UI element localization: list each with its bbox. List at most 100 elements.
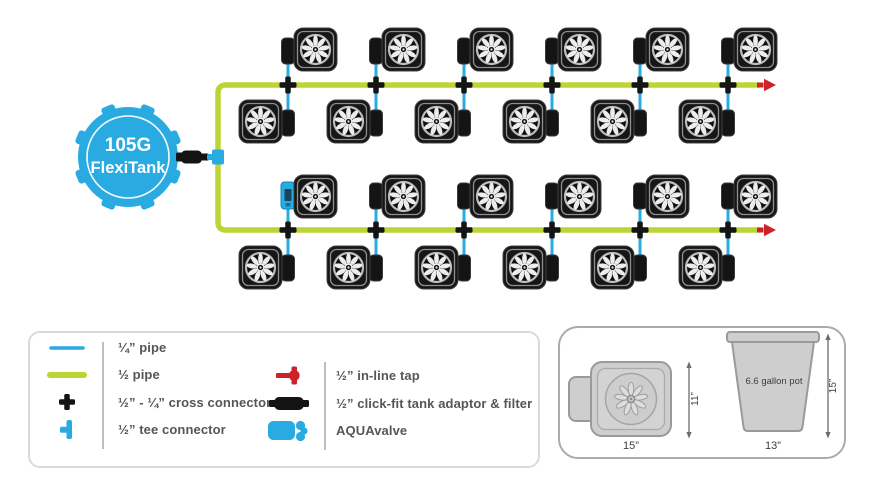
legend-right-labels: ½” in-line tap ½” click-fit tank adaptor… — [336, 362, 532, 445]
tray-depth-label: 11” — [690, 392, 701, 406]
tank-adaptor-icon — [254, 390, 324, 418]
legend-label: ½” - ¼” cross connector — [118, 394, 272, 410]
legend-label: ½” tee connector — [118, 422, 226, 438]
flow-arrow — [757, 78, 776, 92]
pot-top-view — [326, 99, 371, 144]
pot-top-view — [293, 174, 338, 219]
cross-connector — [719, 221, 737, 239]
quarter-pipe-icon — [30, 334, 103, 361]
tank-adaptor — [176, 150, 209, 164]
pot-top-view — [557, 27, 602, 72]
cross-connector — [631, 221, 649, 239]
pot-valve — [369, 182, 383, 210]
pot-valve — [721, 109, 735, 137]
cross-connector — [631, 76, 649, 94]
tee-connector-icon — [30, 416, 103, 443]
pot-valve — [369, 254, 383, 282]
cross-connector — [719, 76, 737, 94]
pot-valve — [545, 254, 559, 282]
flow-arrow — [757, 223, 776, 237]
pot-valve — [369, 109, 383, 137]
pot-height-dim-line — [825, 333, 831, 439]
pot-valve — [545, 109, 559, 137]
legend-label: AQUAvalve — [336, 423, 408, 439]
cross-connector-icon — [30, 389, 103, 416]
pot-top-view — [678, 99, 723, 144]
pot-valve — [281, 109, 295, 137]
tee-connector — [207, 149, 224, 165]
flexitank: 105G FlexiTank — [75, 104, 181, 210]
cross-connector — [455, 76, 473, 94]
pot-valve — [633, 37, 647, 65]
legend-label: ½” click-fit tank adaptor & filter — [336, 395, 533, 411]
tray-width-label: 15” — [623, 440, 639, 452]
pot-top-view — [414, 99, 459, 144]
pot-top-view — [733, 174, 778, 219]
pot-top-view — [733, 27, 778, 72]
irrigation-system-diagram: 105G FlexiTank — [75, 27, 778, 290]
legend-divider — [102, 342, 104, 449]
pot-valve — [457, 109, 471, 137]
tank-name-label: FlexiTank — [91, 159, 167, 177]
cross-connector — [367, 221, 385, 239]
pot-top-view — [590, 99, 635, 144]
cross-connector — [279, 76, 297, 94]
tank-inner-ring — [86, 115, 170, 199]
legend-label: ½” in-line tap — [336, 368, 420, 384]
pot-top-view — [381, 27, 426, 72]
cross-connector — [543, 221, 561, 239]
tray-depth-dim-line — [686, 361, 692, 439]
pot-size-label: 6.6 gallon pot — [745, 376, 803, 387]
pot-top-view — [326, 245, 371, 290]
pot-top-view — [414, 245, 459, 290]
pot-width-label: 13” — [765, 440, 781, 452]
tray-top-view — [568, 361, 672, 437]
pot-top-view — [238, 245, 283, 290]
legend-label: ¼” pipe — [118, 340, 167, 356]
pot-valve — [281, 254, 295, 282]
pot-top-view — [645, 174, 690, 219]
pot-valve — [369, 37, 383, 65]
pot-top-view — [469, 27, 514, 72]
pot-valve — [457, 254, 471, 282]
cross-connector — [543, 76, 561, 94]
pot-valve — [721, 254, 735, 282]
legend-panel: ¼” pipe ½ pipe ½” - ¼” cross connector ½… — [28, 331, 540, 468]
pot-valve — [721, 182, 735, 210]
pot-top-view — [557, 174, 602, 219]
cross-connector — [455, 221, 473, 239]
pot-side-view — [726, 331, 820, 432]
cross-connector — [367, 76, 385, 94]
pot-height-label: 15” — [828, 378, 839, 394]
legend-divider — [324, 362, 326, 450]
pot-valve — [545, 37, 559, 65]
pot-top-view — [502, 245, 547, 290]
inline-tap-icon — [254, 362, 324, 390]
pot-valve — [633, 254, 647, 282]
aquavalve — [280, 181, 296, 210]
pot-top-view — [381, 174, 426, 219]
pot-top-view — [238, 99, 283, 144]
cross-connector — [279, 221, 297, 239]
aquavalve-icon — [254, 417, 324, 445]
pot-valve — [633, 109, 647, 137]
dimensions-drawing — [568, 331, 831, 439]
pot-valve — [457, 37, 471, 65]
legend-right-icons — [254, 362, 324, 445]
pot-top-view — [502, 99, 547, 144]
pot-top-view — [678, 245, 723, 290]
pot-top-view — [469, 174, 514, 219]
legend-left-labels: ¼” pipe ½ pipe ½” - ¼” cross connector ½… — [118, 334, 271, 443]
pot-valve — [633, 182, 647, 210]
pot-valve — [457, 182, 471, 210]
half-pipe-icon — [30, 361, 103, 388]
pot-top-view — [590, 245, 635, 290]
tank-capacity-label: 105G — [105, 135, 151, 156]
pot-valve — [721, 37, 735, 65]
dimensions-panel: 15” 11” 6.6 gallon pot 13” 15” — [558, 326, 846, 459]
pot-top-view — [293, 27, 338, 72]
legend-left-icons — [30, 334, 103, 443]
pot-valve — [545, 182, 559, 210]
pot-top-view — [645, 27, 690, 72]
